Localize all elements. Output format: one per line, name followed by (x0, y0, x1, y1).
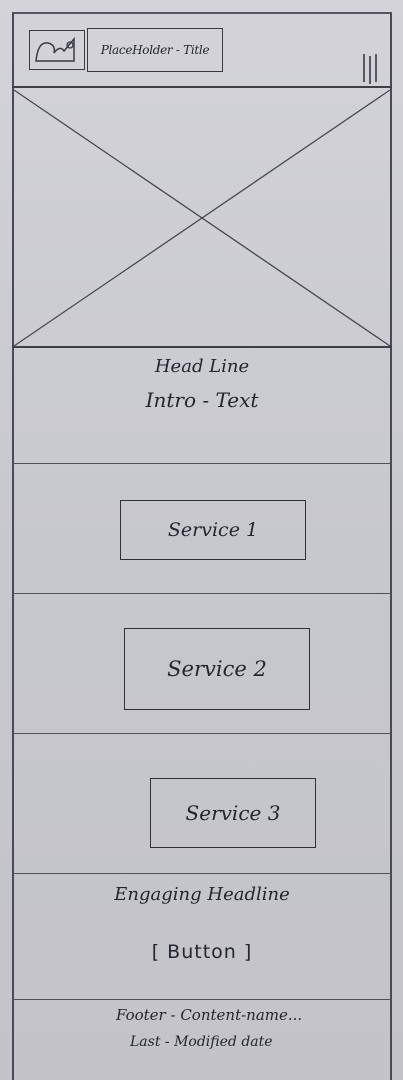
image-placeholder-x (13, 89, 391, 347)
hero-image-placeholder (12, 88, 392, 348)
service-section-3: Service 3 (12, 734, 392, 874)
footer-content-name: Footer - Content-name... (116, 1006, 303, 1024)
footer: Footer - Content-name... Last - Modified… (12, 1000, 392, 1080)
service-3-button[interactable]: Service 3 (150, 778, 316, 848)
intro-section: Head Line Intro - Text (12, 348, 392, 464)
engaging-headline: Engaging Headline (114, 884, 290, 905)
header: PlaceHolder - Title (12, 12, 392, 88)
engaging-section: Engaging Headline [ Button ] (12, 874, 392, 1000)
service-1-button[interactable]: Service 1 (120, 500, 306, 560)
service-section-2: Service 2 (12, 594, 392, 734)
cta-button[interactable]: [ Button ] (12, 940, 392, 964)
site-title[interactable]: PlaceHolder - Title (87, 28, 223, 72)
wireframe-frame (12, 12, 392, 1080)
site-title-text: PlaceHolder - Title (100, 43, 210, 57)
image-placeholder-icon (35, 36, 75, 62)
footer-last-modified: Last - Modified date (130, 1034, 273, 1050)
service-2-button[interactable]: Service 2 (124, 628, 310, 710)
headline: Head Line (154, 356, 250, 377)
service-section-1: Service 1 (12, 464, 392, 594)
intro-text: Intro - Text (145, 388, 259, 412)
hamburger-menu-icon[interactable] (360, 52, 380, 86)
logo[interactable] (29, 30, 85, 70)
